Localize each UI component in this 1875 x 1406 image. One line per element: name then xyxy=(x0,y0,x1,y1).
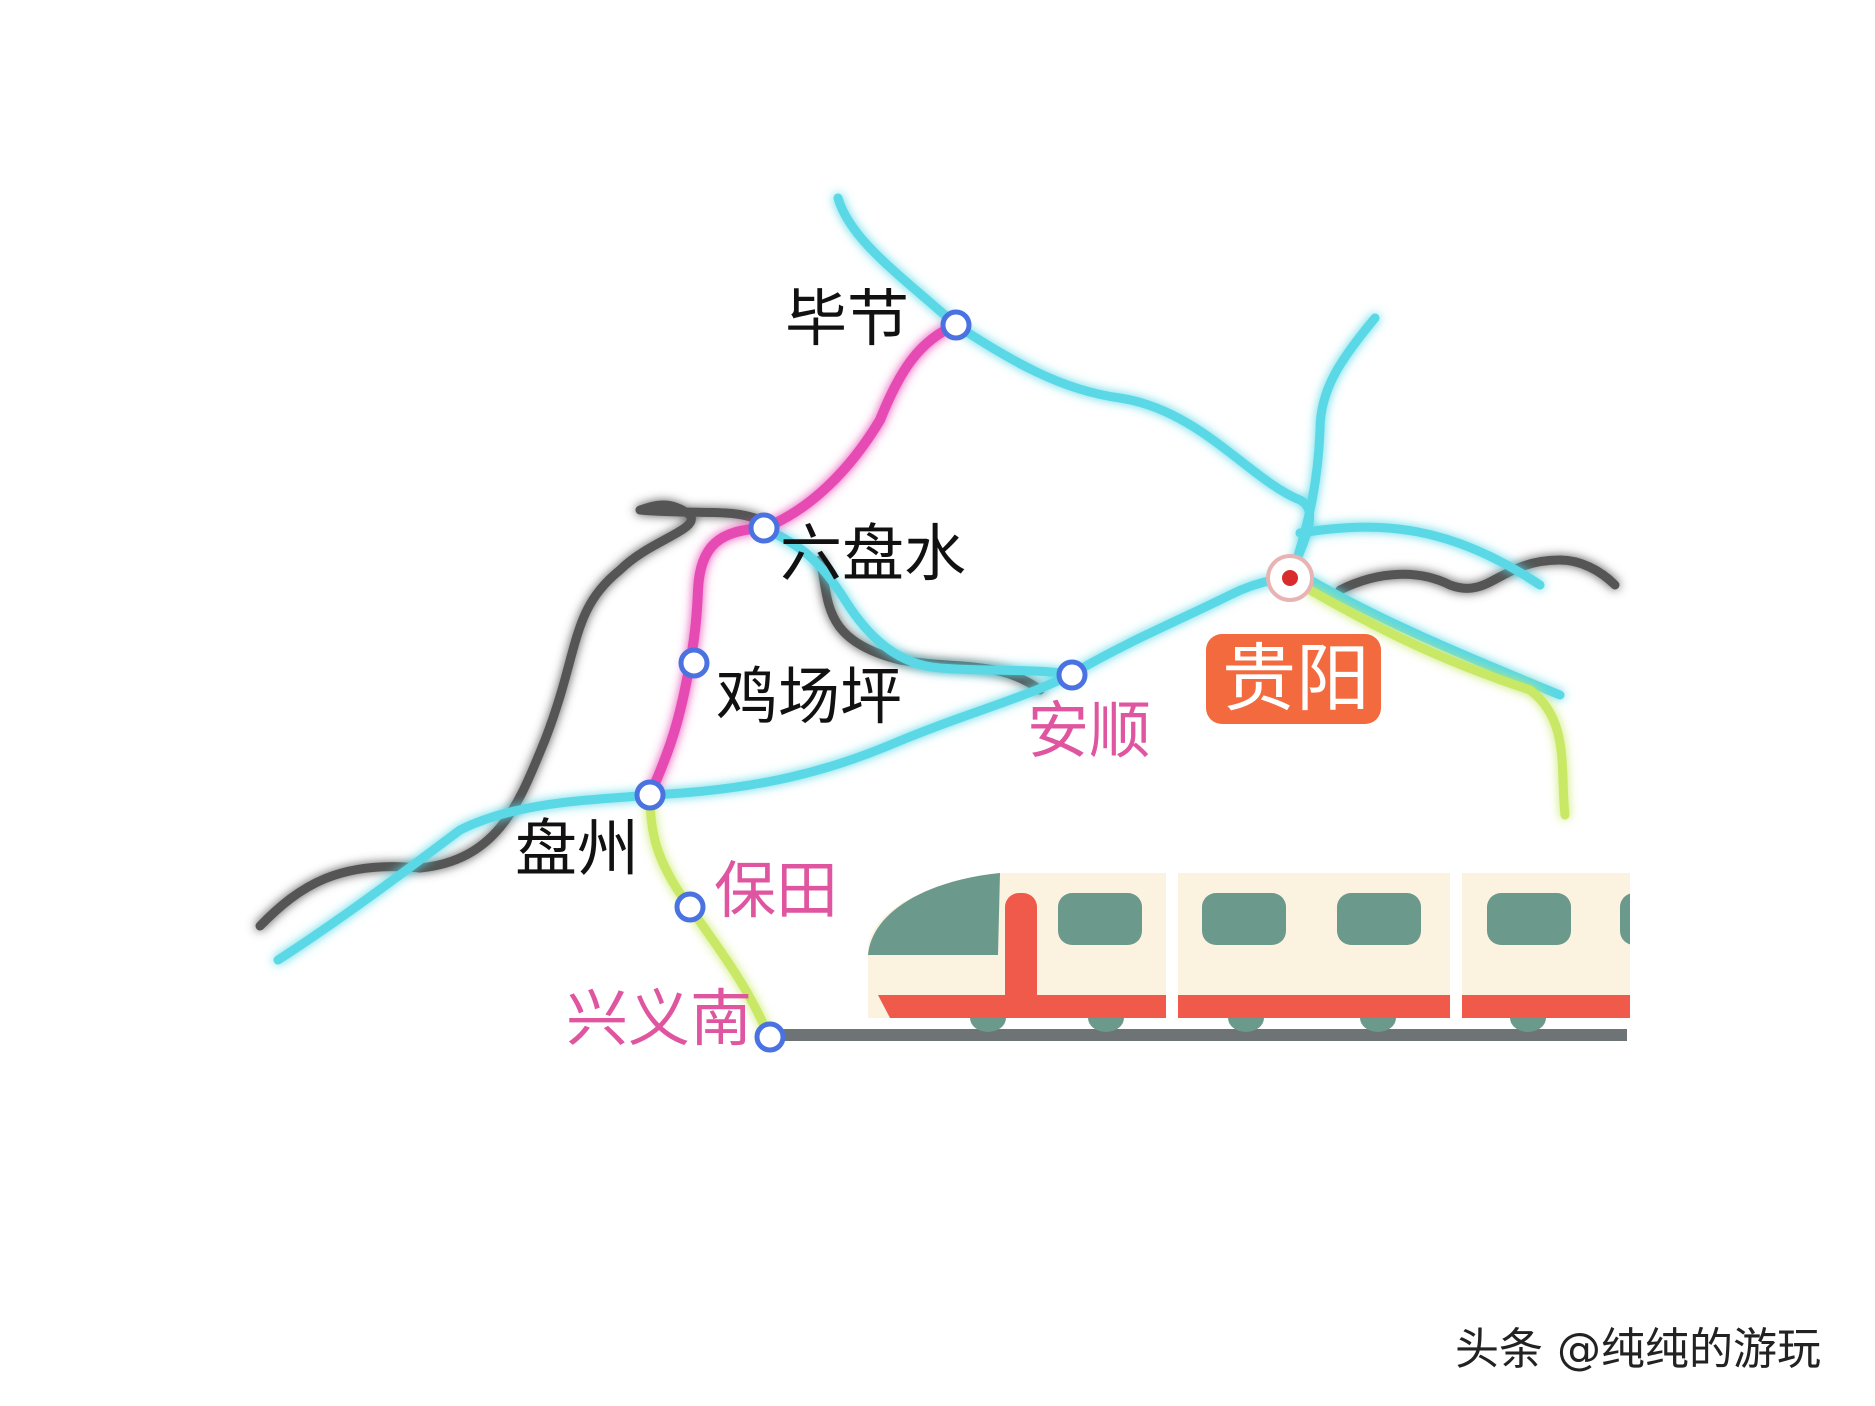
station-label-baotian: 保田 xyxy=(714,854,838,927)
train-front-skirt xyxy=(878,995,1166,1018)
green-line-guiyang-south xyxy=(1305,585,1570,820)
cyan-line-north-bijie xyxy=(833,193,961,330)
train-car-middle-stripe xyxy=(1178,995,1450,1018)
train-window xyxy=(1058,893,1142,945)
cyan-line-northeast xyxy=(1295,522,1545,590)
station-marker-bijie[interactable] xyxy=(940,309,972,341)
train-window xyxy=(1202,893,1286,945)
train-window xyxy=(1487,893,1571,945)
gray-line-east xyxy=(1335,555,1620,595)
station-label-anshun: 安顺 xyxy=(1027,694,1151,767)
station-label-xingyinan: 兴义南 xyxy=(566,982,752,1055)
station-marker-liupanshui[interactable] xyxy=(748,512,780,544)
train-window xyxy=(1337,893,1421,945)
gray-line-west xyxy=(255,500,765,931)
station-label-panzhou: 盘州 xyxy=(515,812,639,885)
train-nose xyxy=(868,873,1000,955)
pink-line-bijie-panzhou xyxy=(645,320,961,800)
station-label-liupanshui: 六盘水 xyxy=(780,517,966,590)
station-marker-jichangping[interactable] xyxy=(678,647,710,679)
train-wheels xyxy=(970,1018,1546,1032)
station-marker-xingyinan[interactable] xyxy=(754,1021,786,1053)
watermark: 头条 @纯纯的游玩 xyxy=(1455,1324,1821,1375)
train-car-rear-stripe xyxy=(1462,995,1630,1018)
hub-label-box xyxy=(1206,634,1381,724)
hub-marker-guiyang[interactable] xyxy=(1266,554,1314,602)
station-label-guiyang: 贵阳 xyxy=(1222,636,1370,722)
station-label-bijie: 毕节 xyxy=(785,282,909,355)
train-front-stripe xyxy=(1005,893,1037,1018)
station-markers xyxy=(634,309,1088,1053)
cyan-line-bijie-guiyang xyxy=(951,320,1314,580)
station-marker-anshun[interactable] xyxy=(1056,659,1088,691)
station-label-jichangping: 鸡场坪 xyxy=(716,660,902,733)
station-marker-baotian[interactable] xyxy=(674,891,706,923)
cyan-line-liupanshui-anshun xyxy=(759,523,1077,680)
featured-line xyxy=(645,320,961,800)
train-window xyxy=(1620,893,1630,945)
station-marker-panzhou[interactable] xyxy=(634,779,666,811)
train-illustration xyxy=(868,873,1630,1032)
